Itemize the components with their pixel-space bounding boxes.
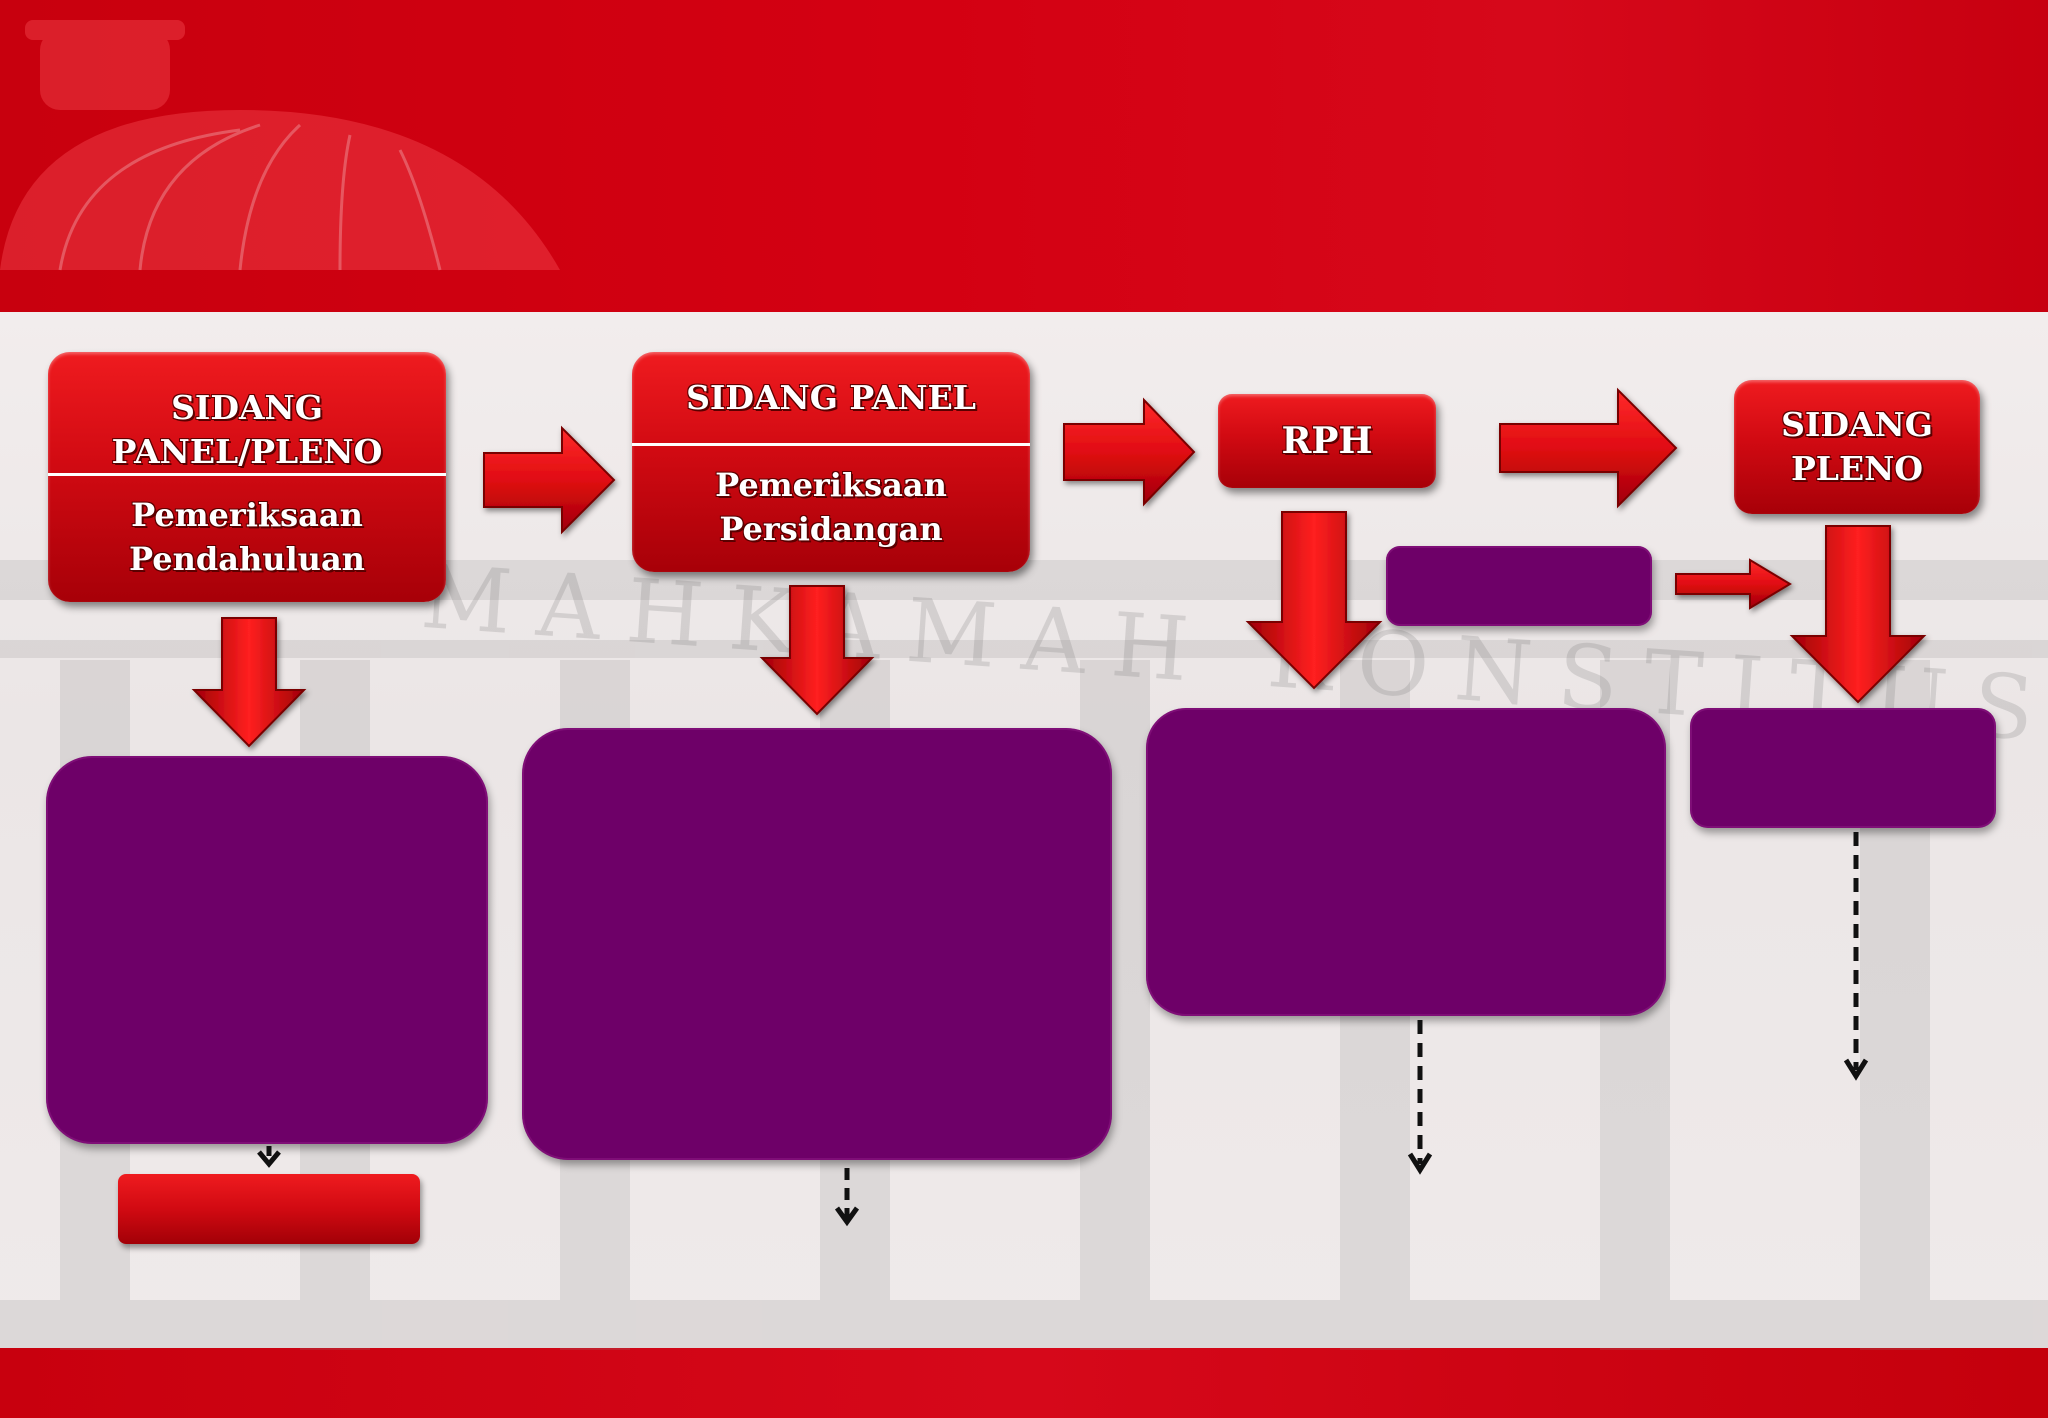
dashed-arrow-down-icon bbox=[257, 1146, 281, 1168]
side-box-rph bbox=[1386, 546, 1652, 626]
stage-title-line: SIDANG bbox=[171, 388, 323, 427]
footer-band bbox=[0, 1348, 2048, 1418]
stage-title-line: PLENO bbox=[1790, 449, 1924, 488]
stage-subtitle-line: Persidangan bbox=[719, 510, 943, 548]
arrow-down-icon bbox=[1245, 511, 1383, 690]
result-bar-stage-1 bbox=[118, 1174, 420, 1244]
stage-title-line: RPH bbox=[1281, 420, 1373, 462]
arrow-right-icon bbox=[1675, 558, 1792, 610]
arrow-right-icon bbox=[1499, 387, 1678, 509]
detail-box-stage-3 bbox=[1146, 708, 1666, 1016]
arrow-right-icon bbox=[483, 425, 616, 535]
stage-subtitle-line: Pemeriksaan bbox=[715, 466, 947, 504]
stage-divider bbox=[48, 473, 446, 476]
stage-title: SIDANG PANEL/PLENO bbox=[48, 372, 446, 488]
dashed-arrow-down-icon bbox=[834, 1168, 860, 1227]
arrow-down-icon bbox=[759, 585, 875, 716]
arrow-down-icon bbox=[1789, 525, 1927, 704]
stage-subtitle-line: Pemeriksaan bbox=[131, 496, 363, 534]
detail-box-stage-1 bbox=[46, 756, 488, 1144]
dashed-arrow-down-icon bbox=[1843, 832, 1869, 1081]
stage-subtitle: Pemeriksaan Persidangan bbox=[632, 452, 1030, 562]
arrow-right-icon bbox=[1063, 397, 1196, 507]
stage-subtitle-line: Pendahuluan bbox=[129, 540, 365, 578]
header-band bbox=[0, 0, 2048, 312]
dashed-arrow-down-icon bbox=[1407, 1020, 1433, 1175]
stage-box-sidang-pleno: SIDANG PLENO bbox=[1734, 380, 1980, 514]
detail-box-stage-2 bbox=[522, 728, 1112, 1160]
stage-title-line: SIDANG PANEL bbox=[686, 377, 976, 417]
arrow-down-icon bbox=[191, 617, 307, 748]
stage-box-rph: RPH bbox=[1218, 394, 1436, 488]
stage-title-line: SIDANG bbox=[1781, 405, 1933, 444]
stage-divider bbox=[632, 443, 1030, 446]
stage-box-sidang-panel: SIDANG PANEL Pemeriksaan Persidangan bbox=[632, 352, 1030, 572]
stage-title: RPH bbox=[1218, 394, 1436, 488]
stage-title: SIDANG PANEL bbox=[632, 362, 1030, 432]
stage-box-sidang-panel-pleno: SIDANG PANEL/PLENO Pemeriksaan Pendahulu… bbox=[48, 352, 446, 602]
stage-title-line: PANEL/PLENO bbox=[111, 432, 383, 471]
detail-box-stage-4 bbox=[1690, 708, 1996, 828]
stage-subtitle: Pemeriksaan Pendahuluan bbox=[48, 482, 446, 592]
stage-title: SIDANG PLENO bbox=[1734, 380, 1980, 514]
